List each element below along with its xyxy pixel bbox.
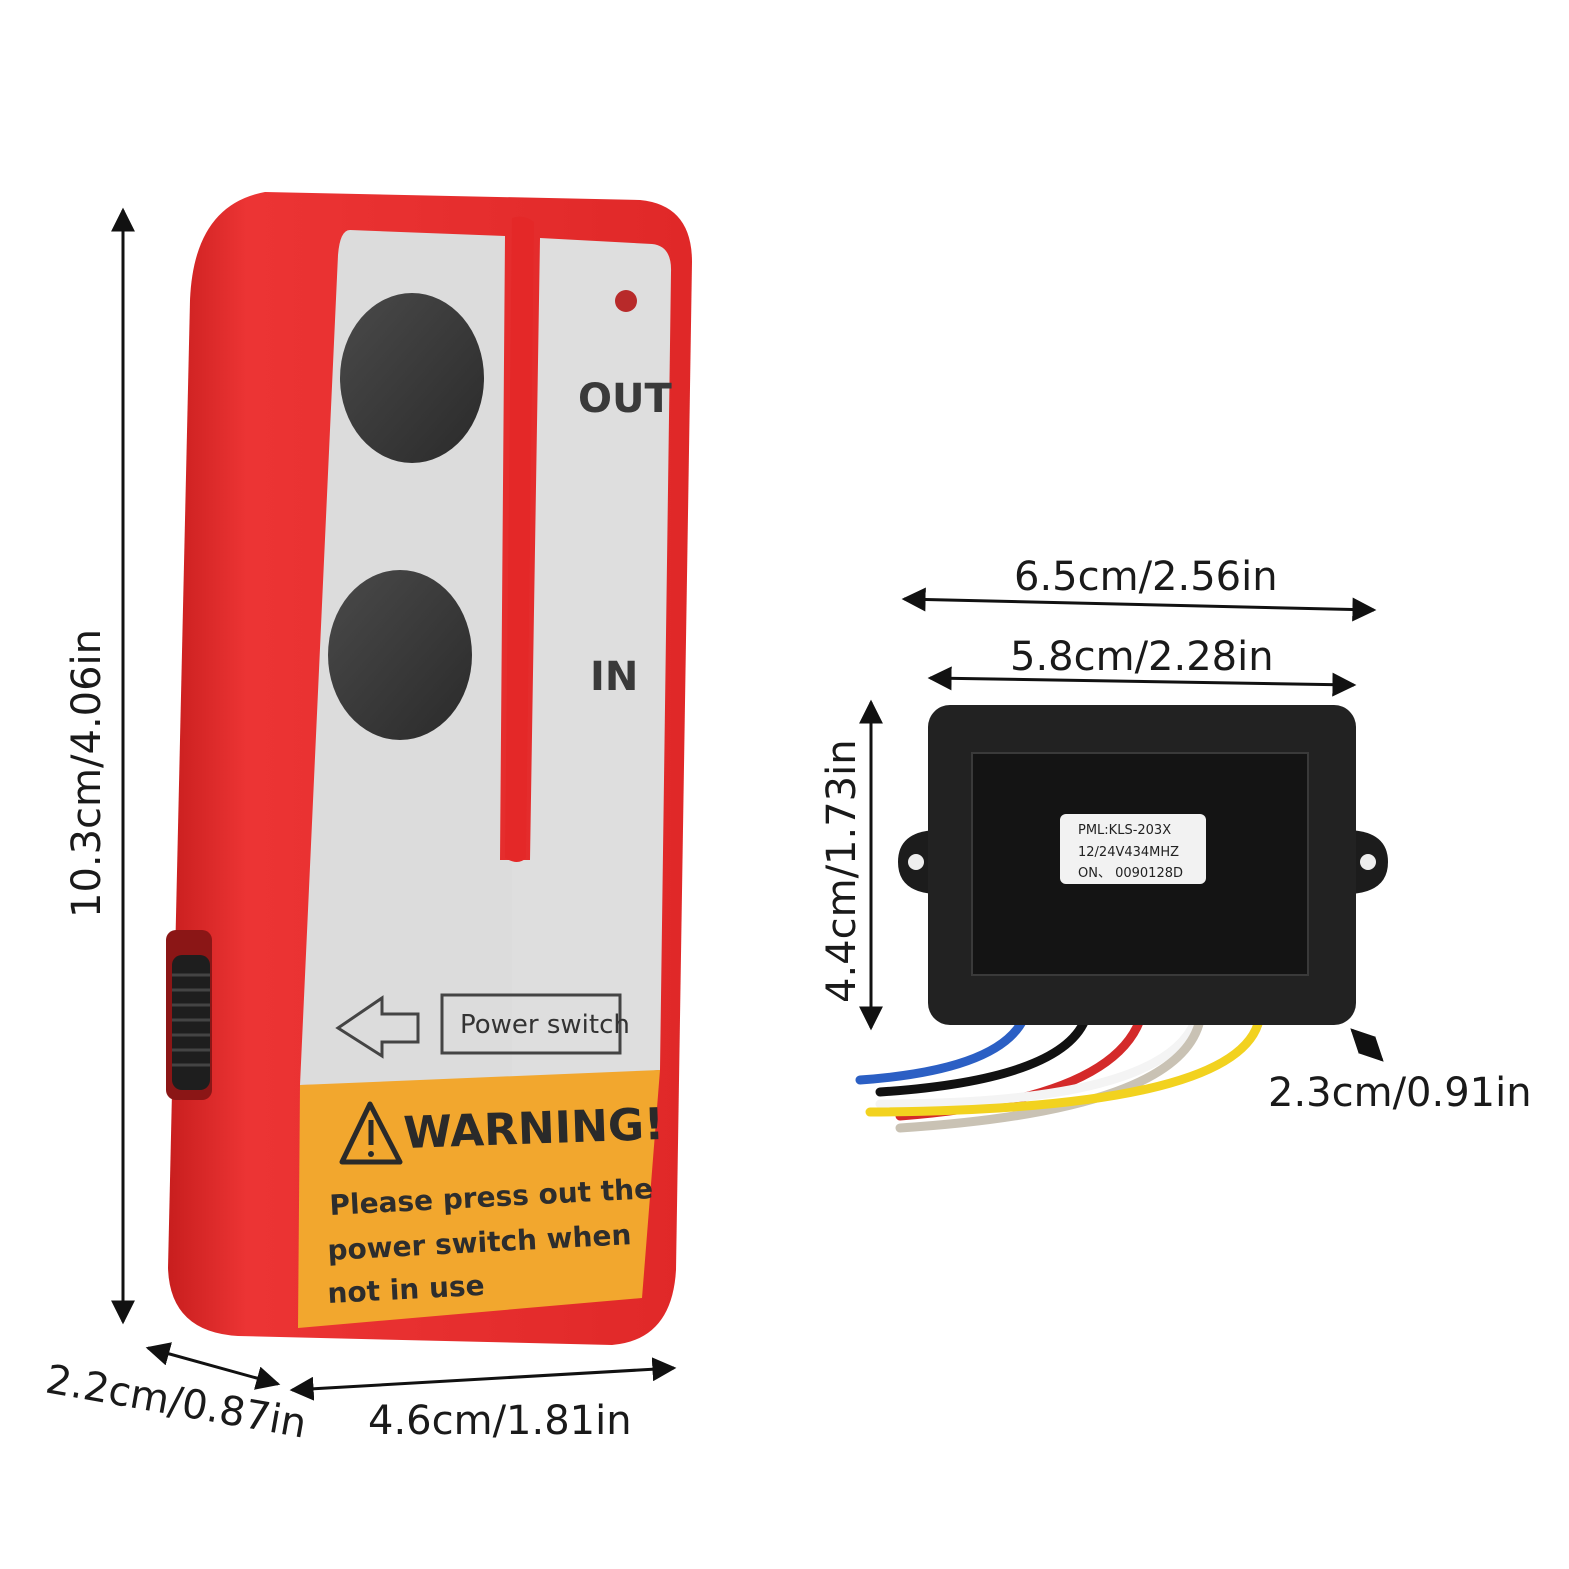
switch-knob[interactable] xyxy=(172,955,210,1090)
receiver-depth-arrow xyxy=(1350,1028,1384,1062)
receiver-tag xyxy=(1060,814,1206,884)
tag-line-1: PML:KLS-203X xyxy=(1078,823,1171,838)
remote-width-label: 4.6cm/1.81in xyxy=(368,1398,632,1444)
wire-bundle xyxy=(855,1013,1263,1133)
in-label: IN xyxy=(590,654,638,700)
wire-blue xyxy=(855,1013,1029,1085)
receiver-depth-label: 2.3cm/0.91in xyxy=(1268,1070,1532,1116)
remote-control: OUT IN Power switch WARNING! Please pres… xyxy=(166,192,692,1345)
out-button[interactable] xyxy=(340,293,484,463)
receiver-total-width-arrow xyxy=(901,587,1377,622)
remote-depth-arrow xyxy=(145,1342,281,1390)
receiver-unit: PML:KLS-203X 12/24V434MHZ ON、 0090128D xyxy=(855,705,1388,1133)
in-button[interactable] xyxy=(328,570,472,740)
remote-depth-label: 2.2cm/0.87in xyxy=(42,1357,310,1448)
warning-triangle-icon xyxy=(339,1101,403,1165)
warning-line-3: not in use xyxy=(327,1269,486,1310)
wire-white xyxy=(875,1017,1200,1109)
warning-title: WARNING! xyxy=(403,1099,665,1159)
wire-yellow xyxy=(865,1019,1263,1117)
remote-height-label: 10.3cm/4.06in xyxy=(64,629,110,918)
red-divider xyxy=(505,216,534,862)
mount-hole-right xyxy=(1360,854,1376,870)
remote-width-arrow xyxy=(289,1357,677,1401)
led-indicator xyxy=(615,290,637,312)
out-label: OUT xyxy=(578,376,672,422)
remote-face-panel-right xyxy=(512,238,672,1082)
receiver-body-width-arrow xyxy=(927,666,1357,697)
mount-hole-left xyxy=(908,854,924,870)
receiver-total-width-label: 6.5cm/2.56in xyxy=(1014,554,1278,600)
tag-line-2: 12/24V434MHZ xyxy=(1078,845,1179,860)
wire-black xyxy=(875,1015,1090,1097)
power-switch-box xyxy=(440,993,622,1055)
receiver-body-width-label: 5.8cm/2.28in xyxy=(1010,634,1274,680)
left-arrow-icon xyxy=(335,995,420,1059)
receiver-height-label: 4.4cm/1.73in xyxy=(819,739,865,1003)
power-switch-label: Power switch xyxy=(460,1010,630,1040)
tag-line-3: ON、 0090128D xyxy=(1078,866,1183,881)
